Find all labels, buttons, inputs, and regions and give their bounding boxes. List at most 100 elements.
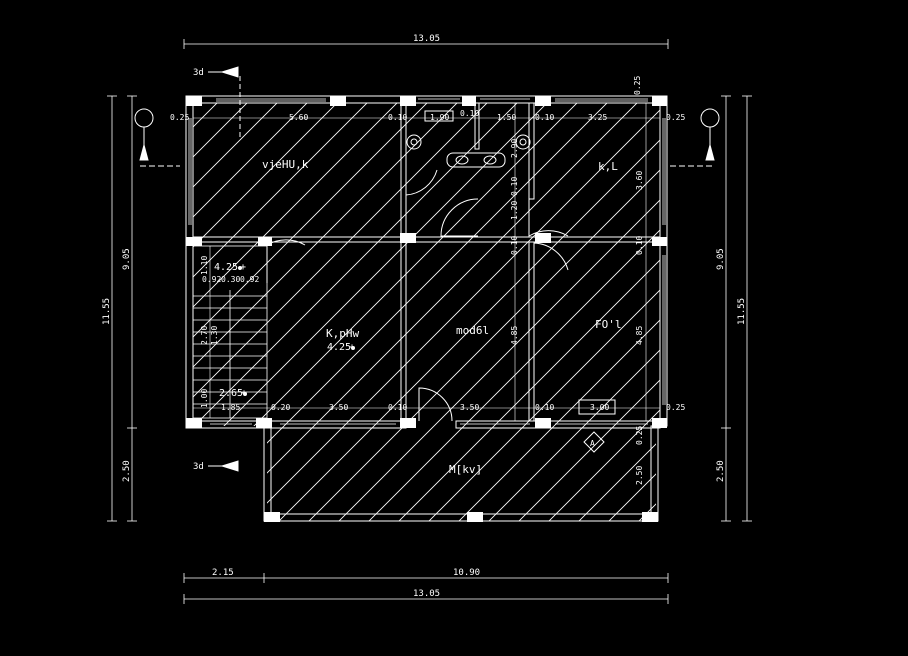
- dim-3.25: 3.25: [588, 113, 607, 122]
- dim-0.30: 0.30: [221, 275, 240, 284]
- room-label-veranda: M[kv]: [449, 463, 482, 476]
- tv-unit: A: [583, 431, 605, 453]
- hatch-line: [389, 103, 660, 521]
- hatch-line: [359, 103, 660, 521]
- dim-1.50: 1.50: [497, 113, 516, 122]
- dim-0.10-v1: 0.10: [510, 177, 519, 196]
- dim-1.20: 1.20: [510, 201, 519, 220]
- dim-1.30: 1.30: [210, 326, 219, 345]
- hatch-line: [239, 103, 660, 521]
- dim-4.85-a: 4.85: [510, 326, 519, 345]
- dim-3.00: 3.00: [590, 403, 609, 412]
- fixtures: [406, 110, 616, 415]
- dim-2.70: 2.70: [200, 326, 209, 345]
- dim-right-height: 11.55: [737, 298, 747, 325]
- dim-3.50-a: 3.50: [329, 403, 348, 412]
- dim-1.00: 1.00: [200, 389, 209, 408]
- dim-0.10-v3: 0.10: [635, 236, 644, 255]
- dim-left-upper: 9.05: [122, 248, 132, 270]
- dim-3.60: 3.60: [635, 171, 644, 190]
- dim-0.10-a: 0.10: [388, 113, 407, 122]
- svg-text:A: A: [590, 439, 595, 448]
- hatch-line: [193, 103, 651, 521]
- hatch-pattern: [193, 0, 908, 560]
- level-top: 4.25: [214, 262, 238, 273]
- dim-left-lower: 2.50: [122, 460, 132, 482]
- hatch-line: [419, 103, 660, 521]
- dim-0.20: 0.20: [271, 403, 290, 412]
- hatch-line: [193, 103, 621, 521]
- hatch-line: [569, 103, 660, 521]
- hatch-line: [329, 103, 660, 521]
- dim-bottom-width: 13.05: [413, 589, 440, 599]
- hatch-line: [539, 103, 660, 521]
- dim-0.10-d: 0.10: [388, 403, 407, 412]
- walls: [185, 95, 668, 522]
- section-markers: [134, 66, 720, 472]
- dim-2.50-in: 2.50: [635, 466, 644, 485]
- room-labels: vjeHU,k k,L K,pHw mod6l FO'l M[kv]: [262, 158, 622, 476]
- hatch-line: [269, 103, 660, 521]
- dim-0.92-a: 0.92: [202, 275, 221, 284]
- room-label-living: K,pHw: [326, 327, 359, 340]
- level-center: 4.25: [327, 342, 351, 353]
- room-label-right-top: k,L: [598, 160, 618, 173]
- dim-0.25-br: 0.25: [666, 403, 685, 412]
- dim-2.90: 2.90: [510, 139, 519, 158]
- staircase: [192, 245, 268, 419]
- level-plus-top: +: [240, 262, 246, 273]
- dim-1.90: 1.90: [430, 113, 449, 122]
- hatch-line: [720, 0, 908, 560]
- hatch-line: [299, 103, 660, 521]
- room-label-kitchen: vjeHU,k: [262, 158, 309, 171]
- dim-0.25-r: 0.25: [635, 426, 644, 445]
- dim-3.50-b: 3.50: [460, 403, 479, 412]
- dim-1.85: 1.85: [221, 403, 240, 412]
- dim-1.10: 1.10: [200, 256, 209, 275]
- hatch-line: [193, 103, 201, 521]
- columns: [186, 96, 667, 522]
- dim-0.10-b: 0.10: [460, 109, 479, 118]
- dim-right-lower: 2.50: [716, 460, 726, 482]
- hatch-line: [193, 103, 321, 521]
- dim-bottom-left: 2.15: [212, 568, 234, 578]
- level-marks: 4.25 + 4.25 + 2.65 +: [214, 262, 355, 399]
- inner-dimensions: 0.25 5.60 0.10 1.90 0.10 1.50 0.10 3.25 …: [170, 76, 685, 485]
- room-label-right-mid: FO'l: [595, 318, 622, 331]
- level-bottom: 2.65: [219, 388, 243, 399]
- dim-0.10-v2: 0.10: [510, 236, 519, 255]
- hatch-line: [193, 103, 561, 521]
- hatch-line: [193, 103, 501, 521]
- hatch-line: [629, 103, 660, 521]
- hatch-line: [449, 103, 660, 521]
- hatch-line: [193, 103, 591, 521]
- dim-0.10-c: 0.10: [535, 113, 554, 122]
- section-mark-top: 3d: [193, 68, 204, 78]
- hatch-line: [193, 103, 351, 521]
- hatch-line: [193, 103, 660, 521]
- dim-5.60: 5.60: [289, 113, 308, 122]
- hatch-line: [209, 103, 660, 521]
- dim-0.25-tr: 0.25: [666, 113, 685, 122]
- dim-top-width: 13.05: [413, 34, 440, 44]
- windows: [188, 98, 666, 425]
- hatch-line: [193, 103, 231, 521]
- dim-0.25-top: 0.25: [633, 76, 642, 95]
- dim-4.85-b: 4.85: [635, 326, 644, 345]
- dim-bottom-right: 10.90: [453, 568, 480, 578]
- doors: [266, 160, 569, 422]
- overall-dimensions: [107, 39, 752, 604]
- hatch-line: [193, 103, 531, 521]
- dim-0.25-tl: 0.25: [170, 113, 189, 122]
- hatch-line: [479, 103, 660, 521]
- dim-0.92-b: 0.92: [240, 275, 259, 284]
- hatch-line: [509, 103, 660, 521]
- hatch-line: [659, 103, 660, 521]
- dim-right-upper: 9.05: [716, 248, 726, 270]
- section-mark-bottom: 3d: [193, 462, 204, 472]
- hatch-line: [193, 103, 381, 521]
- dim-left-height: 11.55: [102, 298, 112, 325]
- dim-0.10-e: 0.10: [535, 403, 554, 412]
- room-label-middle: mod6l: [456, 324, 489, 337]
